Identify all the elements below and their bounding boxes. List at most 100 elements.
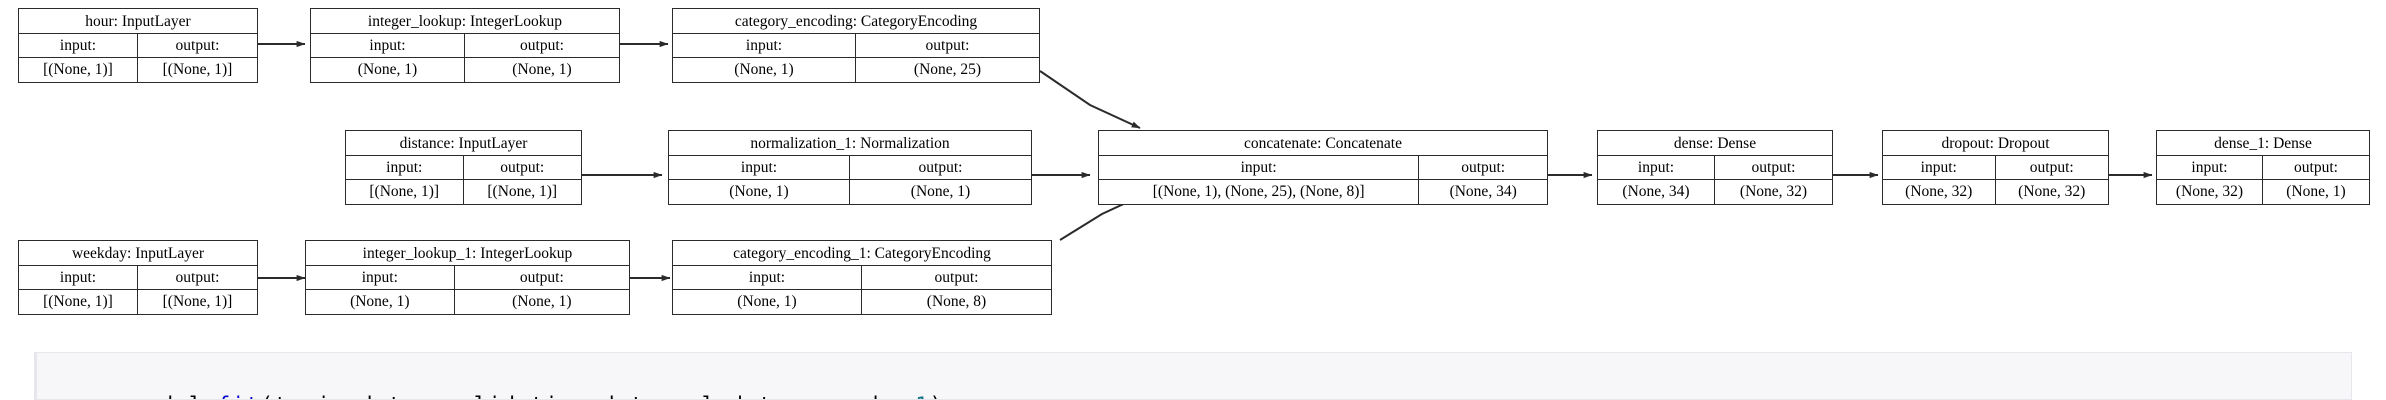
node-input-shape: (None, 32): [1883, 180, 1996, 204]
node-labels-row: input: output:: [669, 156, 1031, 180]
node-labels-row: input: output:: [673, 266, 1051, 290]
node-output-label: output:: [1461, 159, 1506, 176]
code-token-args: (train_data, validation_data=val_data, e…: [260, 393, 915, 399]
node-hour[interactable]: hour: InputLayer input: output: [(None, …: [18, 8, 258, 83]
node-input-label: input:: [669, 156, 850, 179]
node-output-shape: (None, 32): [2018, 183, 2086, 200]
node-labels-row: input: output:: [673, 34, 1039, 58]
node-shapes-row: [(None, 1)] [(None, 1)]: [19, 58, 257, 82]
node-input-shape: (None, 34): [1598, 180, 1715, 204]
node-output-label: output:: [2294, 159, 2338, 176]
edge-category-encoding-to-concatenate: [1039, 70, 1141, 129]
code-line[interactable]: model.fit(train_data, validation_data=va…: [75, 369, 944, 399]
node-shapes-row: (None, 1) (None, 1): [311, 58, 619, 82]
node-input-shape: [(None, 1)]: [19, 58, 138, 82]
node-output-label: output:: [925, 37, 970, 54]
node-shapes-row: (None, 1) (None, 8): [673, 290, 1051, 314]
node-input-shape: (None, 1): [669, 180, 850, 204]
node-output-label: output:: [175, 37, 220, 54]
node-title: dropout: Dropout: [1883, 131, 2108, 156]
node-input-label: input:: [1099, 156, 1420, 179]
node-output-shape: (None, 34): [1449, 183, 1517, 200]
node-category-encoding[interactable]: category_encoding: CategoryEncoding inpu…: [672, 8, 1040, 83]
node-shapes-row: (None, 1) (None, 1): [669, 180, 1031, 204]
node-labels-row: input: output:: [1883, 156, 2108, 180]
node-input-shape: (None, 1): [673, 290, 862, 314]
node-distance[interactable]: distance: InputLayer input: output: [(No…: [345, 130, 582, 205]
node-input-shape: (None, 1): [311, 58, 465, 82]
node-shapes-row: [(None, 1), (None, 25), (None, 8)] (None…: [1099, 180, 1547, 204]
node-input-label: input:: [2157, 156, 2263, 179]
node-input-label: input:: [1883, 156, 1996, 179]
node-category-encoding-1[interactable]: category_encoding_1: CategoryEncoding in…: [672, 240, 1052, 315]
node-title: category_encoding: CategoryEncoding: [673, 9, 1039, 34]
code-token-method: fit: [217, 393, 260, 399]
code-token-number: 1: [915, 393, 929, 399]
node-input-label: input:: [311, 34, 465, 57]
node-input-label: input:: [19, 266, 138, 289]
node-title: integer_lookup: IntegerLookup: [311, 9, 619, 34]
node-labels-row: input: output:: [1099, 156, 1547, 180]
node-concatenate[interactable]: concatenate: Concatenate input: output: …: [1098, 130, 1548, 205]
node-title: normalization_1: Normalization: [669, 131, 1031, 156]
node-input-label: input:: [346, 156, 464, 179]
node-shapes-row: [(None, 1)] [(None, 1)]: [346, 180, 581, 204]
node-input-label: input:: [1598, 156, 1715, 179]
node-input-shape: [(None, 1), (None, 25), (None, 8)]: [1099, 180, 1420, 204]
keras-model-graph: hour: InputLayer input: output: [(None, …: [18, 8, 2370, 315]
node-input-shape: (None, 32): [2157, 180, 2263, 204]
node-title: distance: InputLayer: [346, 131, 581, 156]
node-title: category_encoding_1: CategoryEncoding: [673, 241, 1051, 266]
node-labels-row: input: output:: [306, 266, 629, 290]
node-labels-row: input: output:: [311, 34, 619, 58]
node-integer-lookup[interactable]: integer_lookup: IntegerLookup input: out…: [310, 8, 620, 83]
node-input-shape: (None, 1): [673, 58, 856, 82]
node-shapes-row: (None, 32) (None, 32): [1883, 180, 2108, 204]
node-integer-lookup-1[interactable]: integer_lookup_1: IntegerLookup input: o…: [305, 240, 630, 315]
node-labels-row: input: output:: [1598, 156, 1832, 180]
node-output-shape: [(None, 1)]: [162, 61, 233, 78]
node-output-label: output:: [1751, 159, 1796, 176]
code-token-close-paren: ): [930, 393, 944, 399]
node-output-shape: [(None, 1)]: [487, 183, 558, 200]
node-output-shape: (None, 1): [910, 183, 971, 200]
node-dropout[interactable]: dropout: Dropout input: output: (None, 3…: [1882, 130, 2109, 205]
node-shapes-row: [(None, 1)] [(None, 1)]: [19, 290, 257, 314]
node-output-label: output:: [2029, 159, 2074, 176]
node-input-label: input:: [19, 34, 138, 57]
node-labels-row: input: output:: [346, 156, 581, 180]
node-title: dense: Dense: [1598, 131, 1832, 156]
node-input-shape: (None, 1): [306, 290, 455, 314]
node-output-shape: [(None, 1)]: [162, 293, 233, 310]
node-input-label: input:: [673, 266, 862, 289]
node-output-shape: (None, 1): [512, 293, 572, 310]
node-dense[interactable]: dense: Dense input: output: (None, 34) (…: [1597, 130, 1833, 205]
node-weekday[interactable]: weekday: InputLayer input: output: [(Non…: [18, 240, 258, 315]
node-output-shape: (None, 8): [926, 293, 987, 310]
node-output-shape: (None, 1): [512, 61, 572, 78]
node-title: concatenate: Concatenate: [1099, 131, 1547, 156]
node-title: integer_lookup_1: IntegerLookup: [306, 241, 629, 266]
node-output-label: output:: [519, 269, 564, 286]
node-output-shape: (None, 32): [1739, 183, 1808, 200]
node-shapes-row: (None, 1) (None, 1): [306, 290, 629, 314]
node-output-shape: (None, 1): [2286, 183, 2346, 200]
node-output-label: output:: [175, 269, 220, 286]
node-dense-1[interactable]: dense_1: Dense input: output: (None, 32)…: [2156, 130, 2370, 205]
node-output-shape: (None, 25): [913, 61, 982, 78]
node-title: weekday: InputLayer: [19, 241, 257, 266]
node-title: dense_1: Dense: [2157, 131, 2369, 156]
node-shapes-row: (None, 32) (None, 1): [2157, 180, 2369, 204]
node-input-label: input:: [673, 34, 856, 57]
node-input-shape: [(None, 1)]: [19, 290, 138, 314]
code-cell[interactable]: model.fit(train_data, validation_data=va…: [34, 352, 2352, 400]
node-labels-row: input: output:: [19, 266, 257, 290]
node-output-label: output:: [500, 159, 545, 176]
node-labels-row: input: output:: [19, 34, 257, 58]
node-input-shape: [(None, 1)]: [346, 180, 464, 204]
node-shapes-row: (None, 1) (None, 25): [673, 58, 1039, 82]
node-normalization-1[interactable]: normalization_1: Normalization input: ou…: [668, 130, 1032, 205]
node-title: hour: InputLayer: [19, 9, 257, 34]
node-labels-row: input: output:: [2157, 156, 2369, 180]
node-shapes-row: (None, 34) (None, 32): [1598, 180, 1832, 204]
